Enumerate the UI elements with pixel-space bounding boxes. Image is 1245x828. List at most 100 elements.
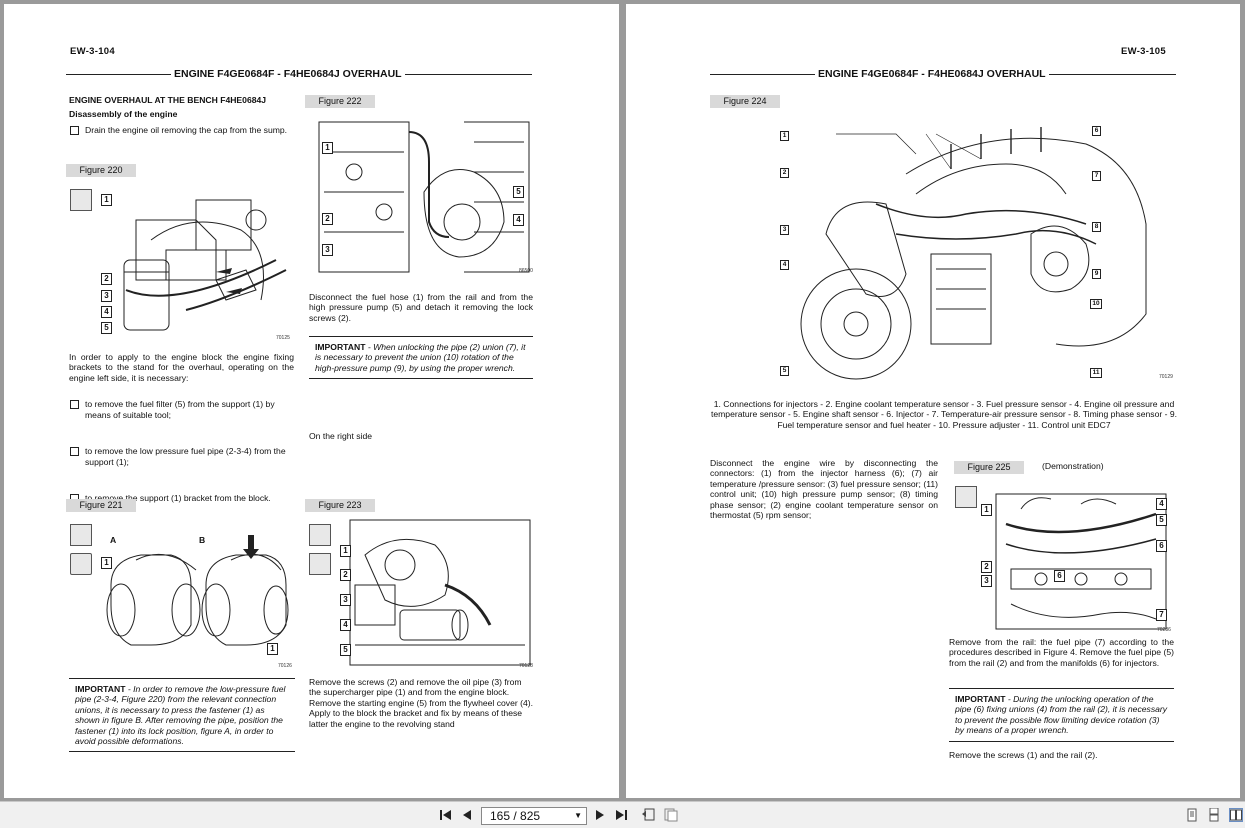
page-number: EW-3-105 bbox=[1121, 46, 1166, 57]
callout-5: 5 bbox=[340, 644, 351, 656]
important-label: IMPORTANT bbox=[955, 694, 1006, 704]
view-a-label: A bbox=[110, 535, 117, 545]
tool-icon bbox=[955, 486, 977, 508]
figure-code: 70236 bbox=[1157, 627, 1171, 633]
figure-220-illustration: 1 2 3 4 5 70125 bbox=[66, 180, 294, 344]
figure-224-legend: 1. Connections for injectors - 2. Engine… bbox=[710, 399, 1178, 430]
page-number: EW-3-104 bbox=[70, 46, 115, 57]
callout-2: 2 bbox=[322, 213, 333, 225]
callout-5: 5 bbox=[1156, 514, 1167, 526]
prev-page-icon[interactable] bbox=[460, 808, 474, 822]
tool-icon bbox=[70, 524, 92, 546]
page-indicator: 165 / 825 bbox=[490, 809, 541, 823]
go-forward-icon[interactable] bbox=[664, 808, 678, 822]
figure-223-caption: Remove the screws (2) and remove the oil… bbox=[309, 677, 535, 729]
callout-7: 7 bbox=[1156, 609, 1167, 621]
callout-3: 3 bbox=[981, 575, 992, 587]
figure-224-illustration bbox=[776, 114, 1171, 386]
figure-code: 70129 bbox=[1159, 374, 1173, 380]
figure-225-note: (Demonstration) bbox=[1042, 461, 1104, 471]
first-page-icon[interactable] bbox=[439, 808, 453, 822]
figure-223-label: Figure 223 bbox=[305, 499, 375, 512]
callout-8: 8 bbox=[1092, 222, 1101, 232]
callout-5: 5 bbox=[513, 186, 524, 198]
callout-1: 1 bbox=[101, 194, 112, 206]
single-page-view-icon[interactable] bbox=[1185, 808, 1199, 822]
important-note: IMPORTANT - In order to remove the low-p… bbox=[69, 678, 295, 753]
callout-2: 2 bbox=[780, 168, 789, 178]
callout-6: 6 bbox=[1054, 570, 1065, 582]
next-page-icon[interactable] bbox=[593, 808, 607, 822]
figure-224-label: Figure 224 bbox=[710, 95, 780, 108]
callout-3: 3 bbox=[101, 290, 112, 302]
callout-3: 3 bbox=[780, 225, 789, 235]
tool-icon bbox=[309, 524, 331, 546]
important-label: IMPORTANT bbox=[75, 684, 126, 694]
chevron-down-icon: ▼ bbox=[574, 811, 582, 820]
caption-line: Remove the screws (2) and remove the oil… bbox=[309, 677, 522, 698]
important-label: IMPORTANT bbox=[315, 342, 366, 352]
step-drain-oil: Drain the engine oil removing the cap fr… bbox=[69, 125, 294, 136]
figure-222-label: Figure 222 bbox=[305, 95, 375, 108]
callout-1: 1 bbox=[267, 643, 278, 655]
right-side-note: On the right side bbox=[309, 431, 373, 441]
callout-1: 1 bbox=[780, 131, 789, 141]
viewer-toolbar: 165 / 825 ▼ bbox=[0, 801, 1245, 828]
callout-1: 1 bbox=[322, 142, 333, 154]
high-pressure-pump-drawing bbox=[318, 121, 530, 273]
left-page: EW-3-104 ENGINE F4GE0684F - F4HE0684J OV… bbox=[4, 4, 619, 798]
callout-3: 3 bbox=[340, 594, 351, 606]
section-title: ENGINE OVERHAUL AT THE BENCH F4HE0684J bbox=[69, 95, 267, 105]
starter-motor-drawing bbox=[349, 519, 531, 666]
page-header: ENGINE F4GE0684F - F4HE0684J OVERHAUL bbox=[710, 68, 1176, 82]
continuous-view-icon[interactable] bbox=[1207, 807, 1221, 822]
important-text: - In order to remove the low-pressure fu… bbox=[75, 684, 286, 747]
final-step: Remove the screws (1) and the rail (2). bbox=[949, 750, 1098, 760]
fuel-filter-drawing bbox=[123, 199, 287, 331]
figure-225-illustration: 1 2 3 4 5 6 6 7 70236 bbox=[951, 479, 1173, 635]
callout-1: 1 bbox=[981, 504, 992, 516]
figure-225-label: Figure 225 bbox=[954, 461, 1024, 474]
important-text: - When unlocking the pipe (2) union (7),… bbox=[315, 342, 526, 373]
engine-sensors-drawing bbox=[800, 127, 1147, 380]
two-page-view-icon[interactable] bbox=[1229, 808, 1243, 822]
figure-222-illustration: 1 2 3 4 5 86500 bbox=[314, 112, 534, 278]
important-note: IMPORTANT - During the unlocking operati… bbox=[949, 688, 1174, 742]
figure-code: 70125 bbox=[276, 335, 290, 341]
figure-225-caption: Remove from the rail: the fuel pipe (7) … bbox=[949, 637, 1174, 668]
callout-3: 3 bbox=[322, 244, 333, 256]
callout-4: 4 bbox=[513, 214, 524, 226]
callout-1: 1 bbox=[340, 545, 351, 557]
callout-11: 11 bbox=[1090, 368, 1102, 378]
figure-code: 86500 bbox=[519, 268, 533, 274]
tool-icon bbox=[70, 189, 92, 211]
step-item: to remove the low pressure fuel pipe (2-… bbox=[69, 446, 295, 467]
callout-10: 10 bbox=[1090, 299, 1102, 309]
step-item: to remove the fuel filter (5) from the s… bbox=[69, 399, 295, 420]
header-title: ENGINE F4GE0684F - F4HE0684J OVERHAUL bbox=[815, 68, 1049, 80]
callout-1: 1 bbox=[101, 557, 112, 569]
go-back-icon[interactable] bbox=[641, 808, 655, 822]
callout-4: 4 bbox=[1156, 498, 1167, 510]
intro-text: In order to apply to the engine block th… bbox=[69, 352, 294, 383]
figure-221-label: Figure 221 bbox=[66, 499, 136, 512]
figure-222-caption: Disconnect the fuel hose (1) from the ra… bbox=[309, 292, 533, 323]
callout-4: 4 bbox=[780, 260, 789, 270]
figure-220-label: Figure 220 bbox=[66, 164, 136, 177]
subsection-title: Disassembly of the engine bbox=[69, 109, 178, 119]
last-page-icon[interactable] bbox=[614, 808, 628, 822]
callout-2: 2 bbox=[981, 561, 992, 573]
rail-removal-drawing bbox=[995, 493, 1167, 630]
caption-line: Apply to the block the bracket and fix b… bbox=[309, 708, 523, 729]
header-title: ENGINE F4GE0684F - F4HE0684J OVERHAUL bbox=[171, 68, 405, 80]
page-number-selector[interactable]: 165 / 825 ▼ bbox=[481, 807, 587, 825]
callout-4: 4 bbox=[101, 306, 112, 318]
caption-line: Remove the starting engine (5) from the … bbox=[309, 697, 534, 708]
figure-223-illustration: 1 2 3 4 5 70128 bbox=[305, 515, 535, 671]
callout-2: 2 bbox=[340, 569, 351, 581]
wrench-icon bbox=[309, 553, 331, 575]
view-b-label: B bbox=[199, 535, 206, 545]
callout-5: 5 bbox=[101, 322, 112, 334]
important-note: IMPORTANT - When unlocking the pipe (2) … bbox=[309, 336, 533, 380]
right-page: EW-3-105 ENGINE F4GE0684F - F4HE0684J OV… bbox=[626, 4, 1240, 798]
